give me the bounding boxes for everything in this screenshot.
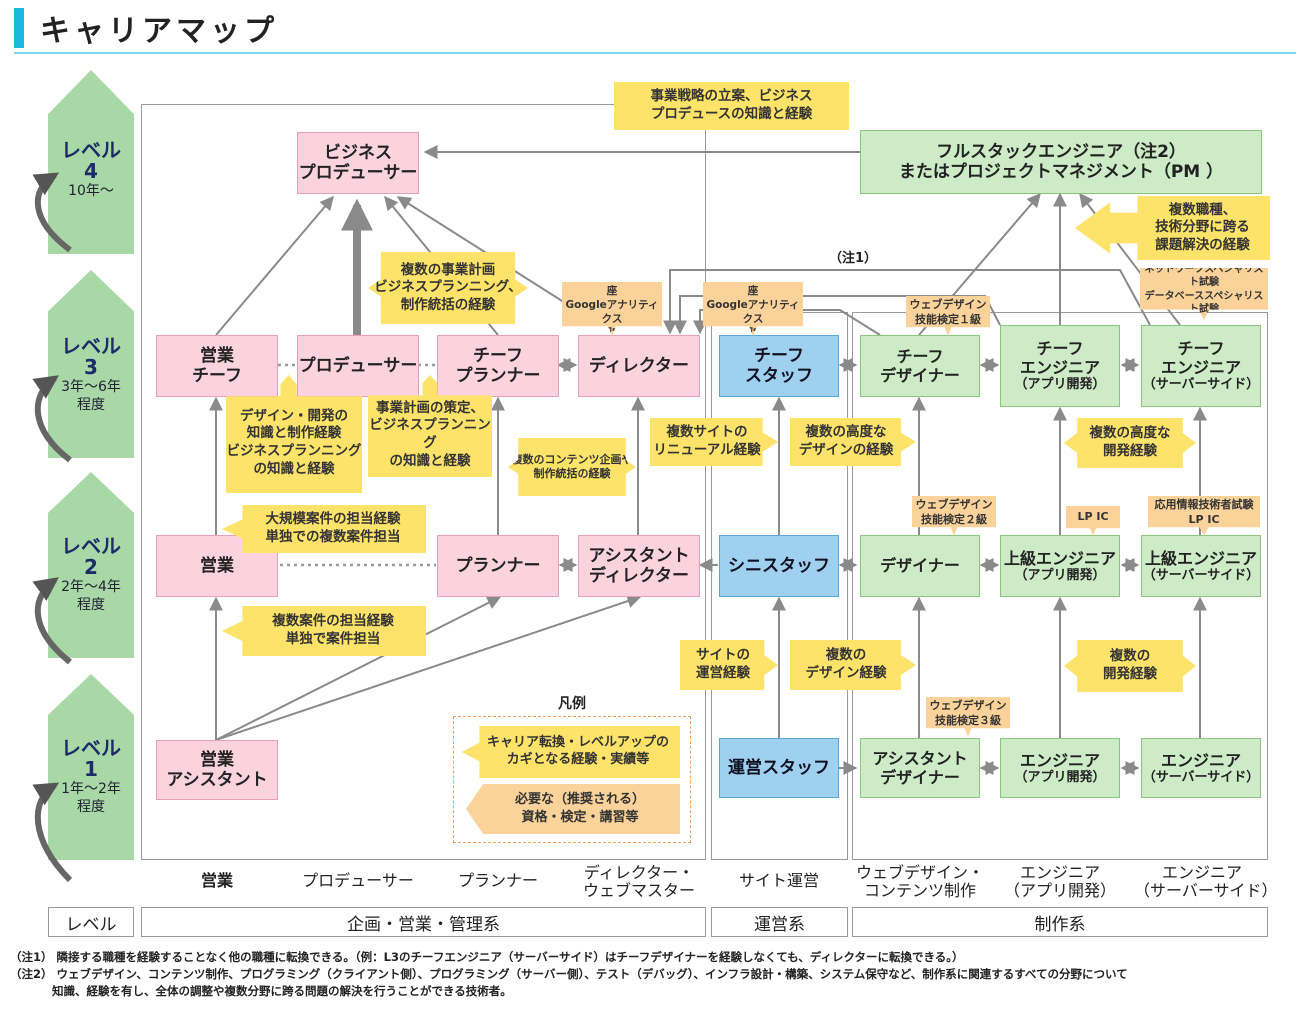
chief-engineer-server-title: チーフ エンジニア	[1160, 339, 1241, 378]
level-4-years: 10年〜	[68, 183, 114, 199]
level-4-badge: レベル 4 10年〜	[48, 70, 134, 254]
level-2-years: 2年〜4年 程度	[61, 579, 121, 614]
category-production: 制作系	[852, 907, 1268, 937]
role-chief-engineer-app[interactable]: チーフ エンジニア （アプリ開発）	[1000, 325, 1120, 407]
exp-large-project: 大規模案件の担当経験 単独での複数案件担当	[222, 505, 426, 553]
level-3-badge: レベル 3 3年〜6年 程度	[48, 270, 134, 458]
role-fullstack-engineer[interactable]: フルスタックエンジニア（注2） またはプロジェクトマネジメント（PM ）	[860, 130, 1262, 194]
note1-marker: （注1）	[828, 251, 878, 266]
exp-multi-content: 複数のコンテンツ企画や 制作統括の経験	[508, 438, 636, 496]
cert-web-design-3: ウェブデザイン 技能検定３級	[926, 697, 1010, 737]
exp-multi-dev: 複数の 開発経験	[1064, 640, 1196, 692]
role-producer[interactable]: プロデューサー	[297, 335, 419, 397]
exp-multi-business-plan: 複数の事業計画 ビジネスプランニング、 制作統括の経験	[368, 252, 528, 324]
chief-engineer-server-subtitle: （サーバーサイド）	[1142, 377, 1260, 393]
column-web-design: ウェブデザイン・ コンテンツ制作	[855, 863, 984, 901]
exp-advanced-design: 複数の高度な デザインの経験	[790, 418, 916, 466]
column-engineer-app: エンジニア （アプリ開発）	[1003, 863, 1116, 901]
role-chief-designer[interactable]: チーフ デザイナー	[860, 335, 980, 397]
role-chief-planner[interactable]: チーフ プランナー	[437, 335, 559, 397]
senior-engineer-app-title: 上級エンジニア	[1003, 548, 1116, 568]
role-sales-chief[interactable]: 営業 チーフ	[156, 335, 278, 397]
level-2-number: 2	[84, 555, 98, 579]
role-business-producer[interactable]: ビジネス プロデューサー	[297, 132, 419, 194]
level-4-label: レベル	[61, 138, 121, 162]
cert-network-database: ネットワークスペシャリスト試験 データベーススペシャリスト試験	[1140, 268, 1268, 320]
role-chief-engineer-server[interactable]: チーフ エンジニア （サーバーサイド）	[1141, 325, 1261, 407]
legend-orange-sample: 必要な（推奨される） 資格・検定・講習等	[466, 784, 680, 834]
role-engineer-app[interactable]: エンジニア （アプリ開発）	[1000, 738, 1120, 798]
title-accent-bar	[14, 8, 24, 48]
senior-engineer-server-title: 上級エンジニア	[1144, 548, 1257, 568]
role-engineer-server[interactable]: エンジニア （サーバーサイド）	[1141, 738, 1261, 798]
role-assistant-designer[interactable]: アシスタント デザイナー	[860, 738, 980, 798]
chief-engineer-app-subtitle: （アプリ開発）	[1014, 377, 1106, 393]
column-site-operation: サイト運営	[738, 871, 819, 890]
level-2-badge: レベル 2 2年〜4年 程度	[48, 472, 134, 658]
engineer-server-subtitle: （サーバーサイド）	[1142, 769, 1260, 785]
level-2-label: レベル	[61, 534, 121, 558]
level-1-label: レベル	[61, 736, 121, 760]
level-3-label: レベル	[61, 334, 121, 358]
page-title-text: キャリアマップ	[40, 14, 278, 49]
footnote-1: （注1） 隣接する職種を経験することなく他の職種に転換できる。（例：L3のチーフ…	[10, 950, 964, 964]
category-operation: 運営系	[711, 907, 848, 937]
level-1-years: 1年〜2年 程度	[61, 781, 121, 816]
title-underline	[14, 52, 1296, 54]
column-producer: プロデューサー	[302, 871, 414, 890]
engineer-server-title: エンジニア	[1160, 750, 1241, 770]
chief-engineer-app-title: チーフ エンジニア	[1019, 339, 1100, 378]
role-designer[interactable]: デザイナー	[860, 535, 980, 597]
level-3-years: 3年〜6年 程度	[61, 379, 121, 414]
exp-multi-site: 複数サイトの リニューアル経験	[650, 418, 778, 466]
column-director: ディレクター・ ウェブマスター	[582, 863, 695, 901]
category-planning: 企画・営業・管理系	[141, 907, 706, 937]
level-3-number: 3	[84, 355, 98, 379]
engineer-app-subtitle: （アプリ開発）	[1014, 769, 1106, 785]
role-assistant-director[interactable]: アシスタント ディレクター	[578, 535, 700, 597]
senior-engineer-app-subtitle: （アプリ開発）	[1014, 567, 1106, 583]
column-planner: プランナー	[457, 871, 538, 890]
exp-advanced-dev: 複数の高度な 開発経験	[1064, 418, 1196, 468]
footnote-2-continued: 知識、経験を有し、全体の調整や複数分野に跨る問題の解決を行うことができる技術者。	[52, 984, 512, 998]
role-sales-assistant[interactable]: 営業 アシスタント	[156, 740, 278, 800]
planning-area-frame	[141, 104, 706, 860]
role-senior-engineer-app[interactable]: 上級エンジニア （アプリ開発）	[1000, 535, 1120, 597]
exp-multi-project: 複数案件の担当経験 単独で案件担当	[222, 606, 426, 656]
category-level: レベル	[48, 907, 134, 937]
legend-title: 凡例	[558, 696, 586, 712]
column-sales: 営業	[200, 871, 233, 890]
exp-business-plan: 事業計画の策定、 ビジネスプランニング の知識と経験	[368, 375, 492, 477]
role-chief-staff[interactable]: チーフ スタッフ	[719, 335, 839, 397]
exp-multi-technology: 複数職種、 技術分野に跨る 課題解決の経験	[1075, 196, 1270, 260]
legend-frame	[453, 716, 691, 843]
level-1-number: 1	[84, 757, 98, 781]
cert-web-design-1: ウェブデザイン 技能検定１級	[906, 296, 990, 336]
column-engineer-server: エンジニア （サーバーサイド）	[1134, 863, 1278, 901]
senior-engineer-server-subtitle: （サーバーサイド）	[1142, 567, 1260, 583]
role-director[interactable]: ディレクター	[578, 335, 700, 397]
exp-site-operation: サイトの 運営経験	[680, 640, 778, 690]
footnote-2: （注2） ウェブデザイン、コンテンツ制作、プログラミング（クライアント側）、プロ…	[10, 967, 1128, 981]
exp-multi-design: 複数の デザイン経験	[790, 640, 916, 690]
engineer-app-title: エンジニア	[1019, 750, 1100, 770]
legend-yellow-sample: キャリア転換・レベルアップの カギとなる経験・実績等	[462, 726, 680, 778]
level-1-badge: レベル 1 1年〜2年 程度	[48, 674, 134, 860]
page-title: キャリアマップ	[14, 6, 278, 50]
role-planner[interactable]: プランナー	[437, 535, 559, 597]
exp-business-strategy: 事業戦略の立案、ビジネス プロデュースの知識と経験	[614, 82, 849, 130]
role-operation-staff[interactable]: 運営スタッフ	[719, 738, 839, 798]
role-senior-staff[interactable]: シニスタッフ	[719, 535, 839, 597]
role-senior-engineer-server[interactable]: 上級エンジニア （サーバーサイド）	[1141, 535, 1261, 597]
level-4-number: 4	[84, 159, 98, 183]
